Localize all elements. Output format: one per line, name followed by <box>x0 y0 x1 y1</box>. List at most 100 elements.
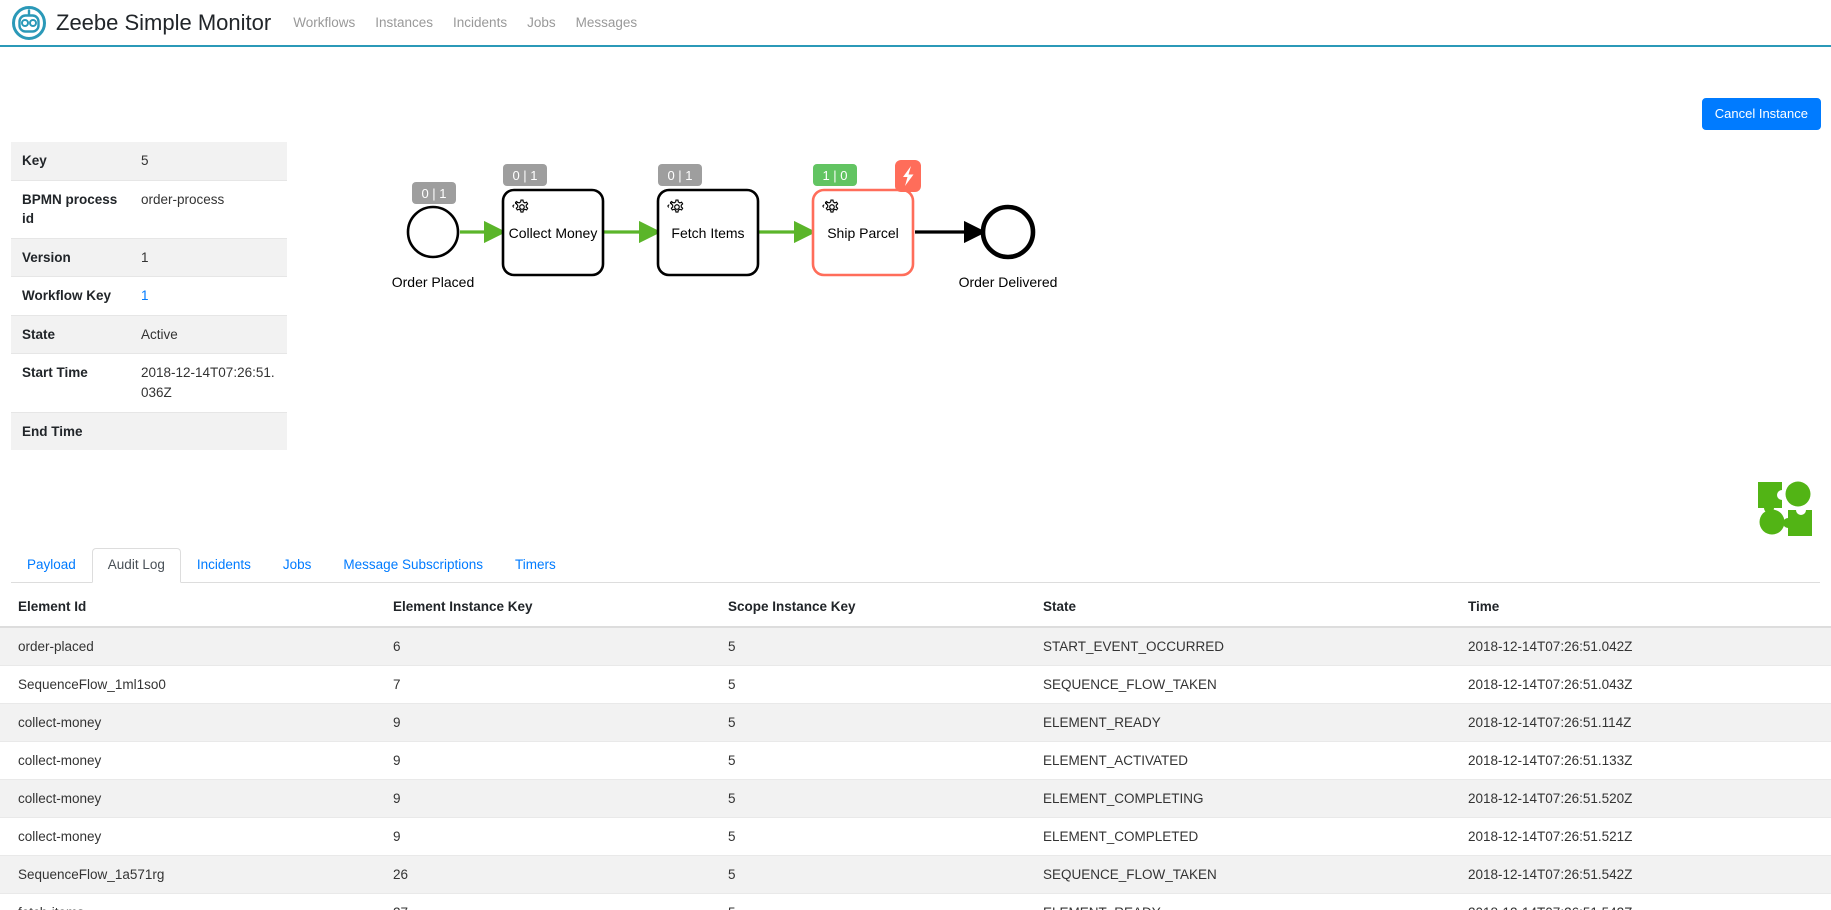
cell-scope-instance-key: 5 <box>710 817 1025 856</box>
workflow-key-link[interactable]: 1 <box>141 288 149 304</box>
tab-incidents[interactable]: Incidents <box>196 557 251 573</box>
table-row[interactable]: fetch-items 27 5 ELEMENT_READY 2018-12-1… <box>0 893 1831 910</box>
info-value-key: 5 <box>141 153 149 168</box>
bpmn-element-order-placed[interactable]: Order Placed 0 | 1 <box>392 182 474 290</box>
info-row-state: State Active <box>11 315 287 354</box>
cell-element-instance-key: 7 <box>375 665 710 704</box>
cell-element-instance-key: 9 <box>375 817 710 856</box>
cancel-instance-wrap: Cancel Instance <box>1701 98 1821 130</box>
app-title: Zeebe Simple Monitor <box>56 9 272 35</box>
tab-payload[interactable]: Payload <box>27 557 76 573</box>
bpmn-io-logo-icon[interactable] <box>1756 480 1814 538</box>
detail-tabs: Payload Audit Log Incidents Jobs Message… <box>11 548 1820 583</box>
info-label-end-time: End Time <box>22 423 83 439</box>
bpmn-badge-fetch-items-bg <box>658 164 702 186</box>
bpmn-label-order-placed: Order Placed <box>392 274 474 290</box>
nav-item-instances[interactable]: Instances <box>375 15 434 30</box>
nav-item-messages[interactable]: Messages <box>575 15 638 30</box>
audit-log-body: order-placed 6 5 START_EVENT_OCCURRED 20… <box>0 626 1831 910</box>
cell-element-id: collect-money <box>0 703 375 742</box>
bpmn-element-ship-parcel[interactable]: Ship Parcel 1 | 0 <box>811 160 921 277</box>
cell-element-instance-key: 9 <box>375 703 710 742</box>
bpmn-label-order-delivered: Order Delivered <box>959 274 1058 290</box>
cell-state: ELEMENT_COMPLETED <box>1025 817 1450 856</box>
cell-time: 2018-12-14T07:26:51.542Z <box>1450 855 1831 894</box>
nav-item-incidents[interactable]: Incidents <box>453 15 508 30</box>
cell-scope-instance-key: 5 <box>710 893 1025 910</box>
cell-time: 2018-12-14T07:26:51.042Z <box>1450 626 1831 666</box>
info-row-bpmn-process-id: BPMN process id order-process <box>11 179 287 239</box>
info-row-start-time: Start Time 2018-12-14T07:26:51.036Z <box>11 353 287 413</box>
cell-time: 2018-12-14T07:26:51.520Z <box>1450 779 1831 818</box>
cell-state: START_EVENT_OCCURRED <box>1025 626 1450 666</box>
cell-element-instance-key: 27 <box>375 893 710 910</box>
info-value-state: Active <box>141 326 178 342</box>
info-row-workflow-key: Workflow Key 1 <box>11 276 287 316</box>
info-value-start-time: 2018-12-14T07:26:51.036Z <box>130 353 287 413</box>
main-content: Cancel Instance Key 5 BPMN process id or… <box>0 47 1831 910</box>
cell-scope-instance-key: 5 <box>710 665 1025 704</box>
table-row[interactable]: collect-money 9 5 ELEMENT_READY 2018-12-… <box>0 703 1831 742</box>
lightning-bolt-icon <box>903 166 914 186</box>
info-value-end-time <box>130 412 287 450</box>
incident-badge[interactable] <box>895 160 921 192</box>
bpmn-badge-fetch-items: 0 | 1 <box>667 168 692 183</box>
tab-audit-log[interactable]: Audit Log <box>91 548 181 583</box>
cell-time: 2018-12-14T07:26:51.043Z <box>1450 665 1831 704</box>
info-label-bpmn-process-id: BPMN process id <box>11 179 130 239</box>
table-row[interactable]: collect-money 9 5 ELEMENT_COMPLETED 2018… <box>0 817 1831 856</box>
bpmn-badge-collect-money-bg <box>503 164 547 186</box>
cell-scope-instance-key: 5 <box>710 779 1025 818</box>
table-row[interactable]: order-placed 6 5 START_EVENT_OCCURRED 20… <box>0 626 1831 666</box>
bpmn-label-fetch-items: Fetch Items <box>671 225 744 241</box>
table-row[interactable]: collect-money 9 5 ELEMENT_ACTIVATED 2018… <box>0 741 1831 780</box>
cell-element-id: SequenceFlow_1ml1so0 <box>0 665 375 704</box>
cell-scope-instance-key: 5 <box>710 741 1025 780</box>
instance-info-table: Key 5 BPMN process id order-process Vers… <box>11 142 287 451</box>
zeebe-robot-logo-icon <box>12 5 46 40</box>
bpmn-element-collect-money[interactable]: Collect Money 0 | 1 <box>501 164 605 277</box>
cell-element-id: fetch-items <box>0 893 375 910</box>
info-label-key: Key <box>22 153 47 168</box>
col-header-time: Time <box>1450 587 1831 628</box>
bpmn-label-ship-parcel: Ship Parcel <box>827 225 899 241</box>
col-header-state: State <box>1025 587 1450 628</box>
bpmn-badge-order-placed-bg <box>412 182 456 204</box>
cell-scope-instance-key: 5 <box>710 855 1025 894</box>
top-navbar: Zeebe Simple Monitor Workflows Instances… <box>0 0 1831 47</box>
info-row-key: Key 5 <box>11 142 287 181</box>
col-header-element-id: Element Id <box>0 587 375 628</box>
table-row[interactable]: collect-money 9 5 ELEMENT_COMPLETING 201… <box>0 779 1831 818</box>
bpmn-badge-ship-parcel: 1 | 0 <box>822 168 847 183</box>
info-value-version: 1 <box>141 249 149 265</box>
cell-time: 2018-12-14T07:26:51.133Z <box>1450 741 1831 780</box>
bpmn-badge-order-placed: 0 | 1 <box>421 186 446 201</box>
cell-element-id: SequenceFlow_1a571rg <box>0 855 375 894</box>
nav-item-jobs[interactable]: Jobs <box>527 15 556 30</box>
bpmn-element-order-delivered[interactable]: Order Delivered <box>959 204 1058 290</box>
bpmn-diagram[interactable]: Order Placed 0 | 1 Collect Money 0 | 1 <box>300 102 1800 502</box>
nav-item-workflows[interactable]: Workflows <box>293 15 356 30</box>
cell-scope-instance-key: 5 <box>710 626 1025 666</box>
tab-message-subscriptions[interactable]: Message Subscriptions <box>343 557 483 573</box>
col-header-scope-instance-key: Scope Instance Key <box>710 587 1025 628</box>
service-task-gear-icon <box>822 199 839 213</box>
cell-element-instance-key: 26 <box>375 855 710 894</box>
cell-element-instance-key: 9 <box>375 741 710 780</box>
service-task-gear-icon <box>667 199 684 213</box>
brand[interactable]: Zeebe Simple Monitor <box>12 5 272 40</box>
bpmn-element-fetch-items[interactable]: Fetch Items 0 | 1 <box>656 164 760 277</box>
table-row[interactable]: SequenceFlow_1ml1so0 7 5 SEQUENCE_FLOW_T… <box>0 665 1831 704</box>
tab-timers[interactable]: Timers <box>515 557 556 573</box>
cell-scope-instance-key: 5 <box>710 703 1025 742</box>
audit-log-header-row: Element Id Element Instance Key Scope In… <box>0 587 1831 628</box>
cell-state: ELEMENT_READY <box>1025 893 1450 910</box>
cell-state: ELEMENT_COMPLETING <box>1025 779 1450 818</box>
info-label-state: State <box>22 326 56 342</box>
tab-jobs[interactable]: Jobs <box>282 557 312 573</box>
cell-state: ELEMENT_ACTIVATED <box>1025 741 1450 780</box>
cell-time: 2018-12-14T07:26:51.114Z <box>1450 703 1831 742</box>
table-row[interactable]: SequenceFlow_1a571rg 26 5 SEQUENCE_FLOW_… <box>0 855 1831 894</box>
cancel-instance-button[interactable]: Cancel Instance <box>1701 98 1821 130</box>
service-task-gear-icon <box>512 199 529 213</box>
